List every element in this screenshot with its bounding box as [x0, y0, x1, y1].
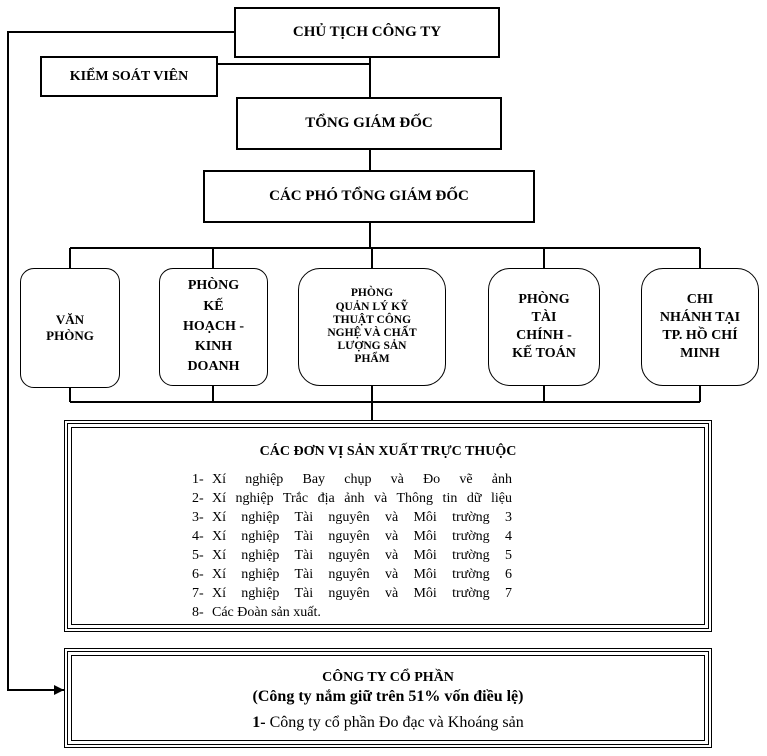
dept-finance-line: PHÒNG [518, 291, 570, 307]
joint-stock-company-inner-border [71, 655, 705, 741]
company-subsidiary: 1- Công ty cổ phần Đo đạc và Khoáng sản [68, 714, 708, 732]
list-item-number: 5- [192, 548, 204, 563]
dept-finance-line: TÀI [531, 309, 557, 325]
list-item-number: 8- [192, 605, 204, 620]
list-item-text: Các Đoàn sản xuất. [212, 605, 321, 620]
dept-planning-line: KINH [194, 339, 233, 355]
production-units-title: CÁC ĐƠN VỊ SẢN XUẤT TRỰC THUỘC [259, 444, 517, 459]
company-ownership-note: (Công ty nắm giữ trên 51% vốn điều lệ) [252, 688, 524, 705]
dept-tech-line: PHÒNG [350, 287, 394, 300]
list-item: 5- Xí nghiệp Tài nguyên và Môi trường 5 [192, 546, 512, 565]
list-item: 1- Xí nghiệp Bay chụp và Đo vẽ ảnh [192, 470, 512, 489]
dept-planning-line: HOẠCH - [182, 318, 245, 334]
company-subsidiary-name: Công ty cổ phần Đo đạc và Khoáng sản [269, 714, 524, 731]
list-item: 7- Xí nghiệp Tài nguyên và Môi trường 7 [192, 584, 512, 603]
ceo-box: TỔNG GIÁM ĐỐC [236, 97, 502, 150]
list-item-number: 3- [192, 510, 204, 525]
production-units-list: 1- Xí nghiệp Bay chụp và Đo vẽ ảnh 2- Xí n… [192, 470, 512, 622]
ceo-label: TỔNG GIÁM ĐỐC [305, 115, 433, 131]
dept-office-line: VĂN [55, 311, 85, 327]
dept-branch-line: MINH [680, 346, 720, 362]
list-item-text: Xí nghiệp Tài nguyên và Môi trường 4 [212, 529, 512, 544]
list-item: 6- Xí nghiệp Tài nguyên và Môi trường 6 [192, 565, 512, 584]
dept-finance-line: CHÍNH - [516, 328, 572, 343]
arrow-head-company [54, 685, 64, 695]
supervisor-box: KIỂM SOÁT VIÊN [40, 56, 218, 97]
dept-tech-line: LƯỢNG SẢN [337, 340, 407, 353]
supervisor-label: KIỂM SOÁT VIÊN [69, 68, 189, 84]
list-item-number: 2- [192, 491, 204, 506]
deputies-label: CÁC PHÓ TỔNG GIÁM ĐỐC [269, 188, 469, 204]
list-item: 3- Xí nghiệp Tài nguyên và Môi trường 3 [192, 508, 512, 527]
chairman-label: CHỦ TỊCH CÔNG TY [292, 24, 442, 40]
dept-planning-line: PHÒNG [187, 278, 240, 294]
dept-tech-box: PHÒNG QUẢN LÝ KỸ THUẬT CÔNG NGHỆ VÀ CHẤT… [298, 268, 446, 386]
dept-branch-line: NHÁNH TẠI [659, 309, 741, 325]
list-item-number: 6- [192, 567, 204, 582]
dept-office-box: VĂN PHÒNG [20, 268, 120, 388]
list-item-text: Xí nghiệp Trắc địa ảnh và Thông tin dữ l… [212, 491, 512, 506]
list-item-number: 4- [192, 529, 204, 544]
dept-branch-line: CHI [686, 291, 714, 307]
chairman-box: CHỦ TỊCH CÔNG TY [234, 7, 500, 58]
dept-office-line: PHÒNG [46, 328, 94, 343]
dept-planning-line: DOANH [187, 359, 240, 375]
dept-tech-line: QUẢN LÝ KỸ [335, 300, 409, 313]
list-item-number: 7- [192, 586, 204, 601]
joint-stock-company-box: CÔNG TY CỔ PHẦN (Công ty nắm giữ trên 51… [64, 648, 712, 748]
dept-tech-line: NGHỆ VÀ CHẤT [327, 327, 417, 339]
list-item-text: Xí nghiệp Tài nguyên và Môi trường 7 [212, 586, 512, 601]
dept-planning-line: KẾ [203, 298, 224, 314]
dept-finance-box: PHÒNG TÀI CHÍNH - KẾ TOÁN [488, 268, 600, 386]
list-item-text: Xí nghiệp Bay chụp và Đo vẽ ảnh [212, 472, 512, 487]
production-units-inner-border [71, 427, 705, 625]
connector-chairman-company [7, 31, 234, 691]
list-item-text: Xí nghiệp Tài nguyên và Môi trường 3 [212, 510, 512, 525]
deputies-box: CÁC PHÓ TỔNG GIÁM ĐỐC [203, 170, 535, 223]
production-units-box: CÁC ĐƠN VỊ SẢN XUẤT TRỰC THUỘC 1- Xí nghi… [64, 420, 712, 632]
dept-branch-line: TP. HỒ CHÍ [662, 328, 738, 343]
list-item-text: Xí nghiệp Tài nguyên và Môi trường 6 [212, 567, 512, 582]
dept-finance-line: KẾ TOÁN [512, 346, 576, 362]
list-item: 4- Xí nghiệp Tài nguyên và Môi trường 4 [192, 527, 512, 546]
dept-branch-box: CHI NHÁNH TẠI TP. HỒ CHÍ MINH [641, 268, 759, 386]
dept-planning-box: PHÒNG KẾ HOẠCH - KINH DOANH [159, 268, 268, 386]
dept-tech-line: PHẨM [354, 353, 390, 366]
dept-tech-line: THUẬT CÔNG [332, 313, 412, 326]
list-item-text: Xí nghiệp Tài nguyên và Môi trường 5 [212, 548, 512, 563]
list-item-number: 1- [192, 472, 204, 487]
company-title: CÔNG TY CỔ PHẦN [322, 670, 454, 685]
list-item: 2- Xí nghiệp Trắc địa ảnh và Thông tin dữ… [192, 489, 512, 508]
company-subsidiary-number: 1- [252, 714, 266, 731]
list-item: 8- Các Đoàn sản xuất. [192, 603, 512, 622]
